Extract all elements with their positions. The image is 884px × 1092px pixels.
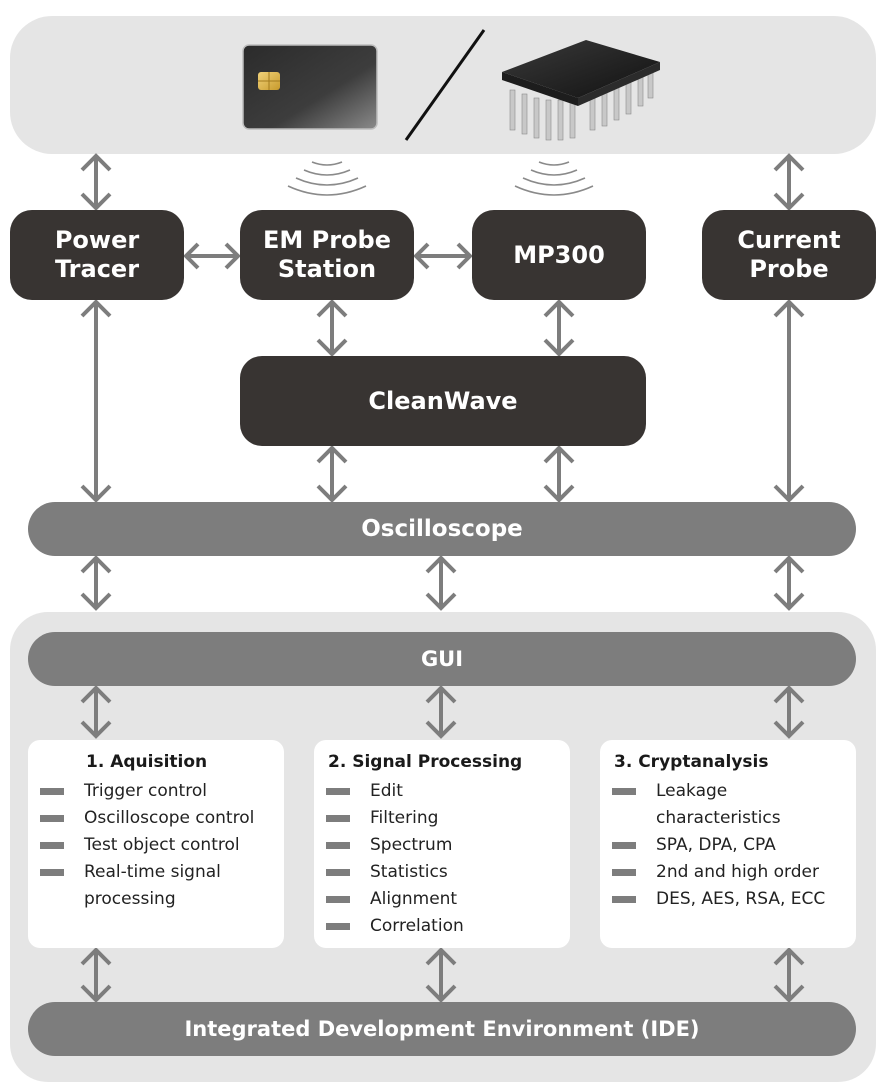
- module-card-acquisition: 1. Aquisition Trigger control Oscillosco…: [28, 740, 284, 948]
- arrow-cleanwave-oscilloscope-left: [316, 445, 348, 503]
- bullet-icon: [40, 788, 64, 795]
- cleanwave-label: CleanWave: [368, 386, 518, 415]
- module-card-signal-processing: 2. Signal Processing Edit Filtering Spec…: [314, 740, 570, 948]
- arrow-module-ide-0: [80, 947, 112, 1003]
- arrow-module-ide-2: [773, 947, 805, 1003]
- bullet-icon: [612, 896, 636, 903]
- power-tracer-node: Power Tracer: [10, 210, 184, 300]
- arrow-power-tracer-em-probe: [183, 242, 241, 270]
- list-item: Statistics: [326, 859, 566, 886]
- bullet-icon: [612, 842, 636, 849]
- arrow-power-tracer-oscilloscope: [80, 299, 112, 503]
- power-tracer-label: Power Tracer: [54, 226, 140, 283]
- arrow-device-current-probe: [773, 153, 805, 211]
- list-item: DES, AES, RSA, ECC: [612, 886, 852, 913]
- bullet-icon: [40, 869, 64, 876]
- current-probe-node: Current Probe: [702, 210, 876, 300]
- module-item-list: Trigger control Oscilloscope control Tes…: [40, 778, 280, 913]
- mp300-node: MP300: [472, 210, 646, 300]
- bullet-icon: [612, 869, 636, 876]
- em-probe-station-node: EM Probe Station: [240, 210, 414, 300]
- bullet-icon: [326, 788, 350, 795]
- list-item: Filtering: [326, 805, 566, 832]
- list-item: Alignment: [326, 886, 566, 913]
- divider-slash: [404, 29, 486, 141]
- ide-label: Integrated Development Environment (IDE): [184, 1017, 700, 1041]
- arrow-oscilloscope-gui-0: [80, 555, 112, 611]
- list-item: Oscilloscope control: [40, 805, 280, 832]
- arrow-gui-module-0: [80, 685, 112, 739]
- list-item: Correlation: [326, 913, 566, 940]
- list-item: SPA, DPA, CPA: [612, 832, 852, 859]
- em-wave-icon-left: [287, 161, 367, 196]
- oscilloscope-label: Oscilloscope: [361, 516, 523, 542]
- arrow-device-power-tracer: [80, 153, 112, 211]
- integrated-circuit-icon: [502, 40, 660, 141]
- arrow-oscilloscope-gui-2: [773, 555, 805, 611]
- cleanwave-node: CleanWave: [240, 356, 646, 446]
- bullet-icon: [40, 842, 64, 849]
- bullet-icon: [326, 869, 350, 876]
- list-item: Real-time signal processing: [40, 859, 280, 913]
- module-title: 2. Signal Processing: [328, 752, 523, 772]
- oscilloscope-bar: Oscilloscope: [28, 502, 856, 556]
- list-item: Leakage characteristics: [612, 778, 852, 832]
- module-title: 3. Cryptanalysis: [614, 752, 769, 772]
- bullet-icon: [40, 815, 64, 822]
- list-item: Trigger control: [40, 778, 280, 805]
- list-item: Edit: [326, 778, 566, 805]
- device-panel: [10, 16, 876, 154]
- arrow-current-probe-oscilloscope: [773, 299, 805, 503]
- arrow-gui-module-2: [773, 685, 805, 739]
- arrow-em-probe-cleanwave: [316, 299, 348, 357]
- arrow-oscilloscope-gui-1: [425, 555, 457, 611]
- arrow-cleanwave-oscilloscope-right: [543, 445, 575, 503]
- em-wave-icon-right: [514, 161, 594, 196]
- bullet-icon: [326, 815, 350, 822]
- em-probe-station-label: EM Probe Station: [262, 226, 391, 283]
- arrow-em-probe-mp300: [413, 242, 473, 270]
- gui-label: GUI: [420, 647, 464, 671]
- arrow-mp300-cleanwave: [543, 299, 575, 357]
- arrow-gui-module-1: [425, 685, 457, 739]
- bullet-icon: [326, 842, 350, 849]
- ide-bar: Integrated Development Environment (IDE): [28, 1002, 856, 1056]
- bullet-icon: [326, 923, 350, 930]
- module-item-list: Edit Filtering Spectrum Statistics Align…: [326, 778, 566, 940]
- gui-bar: GUI: [28, 632, 856, 686]
- bullet-icon: [326, 896, 350, 903]
- module-title: 1. Aquisition: [86, 752, 208, 772]
- list-item: Test object control: [40, 832, 280, 859]
- list-item: 2nd and high order: [612, 859, 852, 886]
- module-item-list: Leakage characteristics SPA, DPA, CPA 2n…: [612, 778, 852, 913]
- smartcard-chip-icon: [242, 44, 378, 130]
- current-probe-label: Current Probe: [737, 226, 841, 283]
- module-card-cryptanalysis: 3. Cryptanalysis Leakage characteristics…: [600, 740, 856, 948]
- mp300-label: MP300: [513, 240, 605, 269]
- list-item: Spectrum: [326, 832, 566, 859]
- arrow-module-ide-1: [425, 947, 457, 1003]
- bullet-icon: [612, 788, 636, 795]
